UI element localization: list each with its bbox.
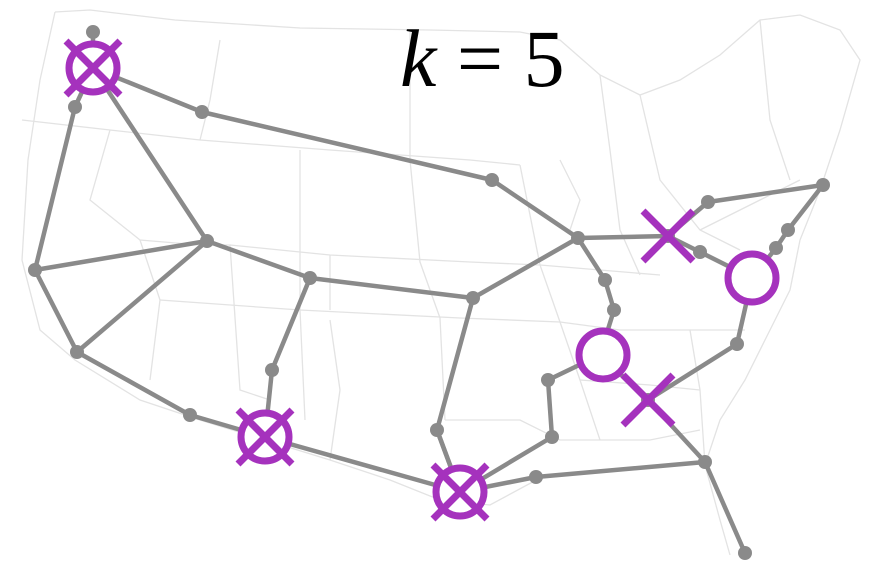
edge-denver-omaha [307,275,476,301]
edge-seattle-saltlake [90,65,210,244]
background-map [21,9,861,556]
edge-billings-minneap [199,109,495,183]
edge-tucson-houston [262,434,463,495]
node-saltlake [200,234,214,248]
node-indy2 [607,303,621,317]
edge-raleigh-charlotte [645,341,740,403]
node-atlanta [698,455,712,469]
node-minneap [485,173,499,187]
k-value: 5 [523,13,565,104]
node-portland [68,100,82,114]
edge-neworleans-atlanta [533,459,708,480]
edge-chicago-cleve [575,233,671,241]
edge-albany-boston [705,182,826,205]
k-equals-label: k = 5 [400,18,565,100]
edge-sanfran-la [32,267,80,355]
edge-minneap-chicago [489,177,581,241]
edge-albuq-denver [269,275,313,373]
x-marker-charlotte [620,372,676,428]
node-phoenix [183,408,197,422]
node-denver [303,271,317,285]
k-variable: k [400,13,437,104]
equals-sign: = [436,13,524,104]
edge-omaha-kcity [434,295,476,433]
node-memphis [541,373,555,387]
node-albany [701,195,715,209]
node-miami [738,546,752,560]
node-spokane [86,25,100,39]
node-sanfran [28,263,42,277]
node-albuq [265,363,279,377]
x-marker-cleveland [640,208,696,264]
circled-x-marker-seattle-cross [63,38,123,98]
node-ny2 [769,241,783,255]
edge-la-saltlake [74,238,210,355]
node-hartford [781,223,795,237]
edge-indy-chicago [575,235,608,283]
node-chicago [571,231,585,245]
edge-omaha-chicago [470,235,581,301]
facility-markers [63,38,780,522]
node-raleigh [730,337,744,351]
edge-sanfran-saltlake [32,238,210,273]
node-jackson [545,430,559,444]
circled-x-marker-tucson-cross [235,407,295,467]
node-omaha [466,291,480,305]
edge-la-phoenix [74,349,193,418]
edge-saltlake-denver [204,238,313,281]
edge-boston-hartford [785,182,826,233]
network-edges [32,29,826,556]
node-neworleans [529,470,543,484]
node-billings [195,105,209,119]
node-kcity [430,423,444,437]
edge-jackson-memphis [545,377,555,440]
circled-x-marker-houston-cross [430,462,490,522]
node-la [70,345,84,359]
circle-marker-nyc [724,250,780,306]
node-indy [598,273,612,287]
node-boston [816,178,830,192]
edge-atlanta-miami [702,459,748,556]
node-pitts [693,245,707,259]
edge-portland-sanfran [32,104,78,273]
circle-marker-stlouis [575,327,631,383]
